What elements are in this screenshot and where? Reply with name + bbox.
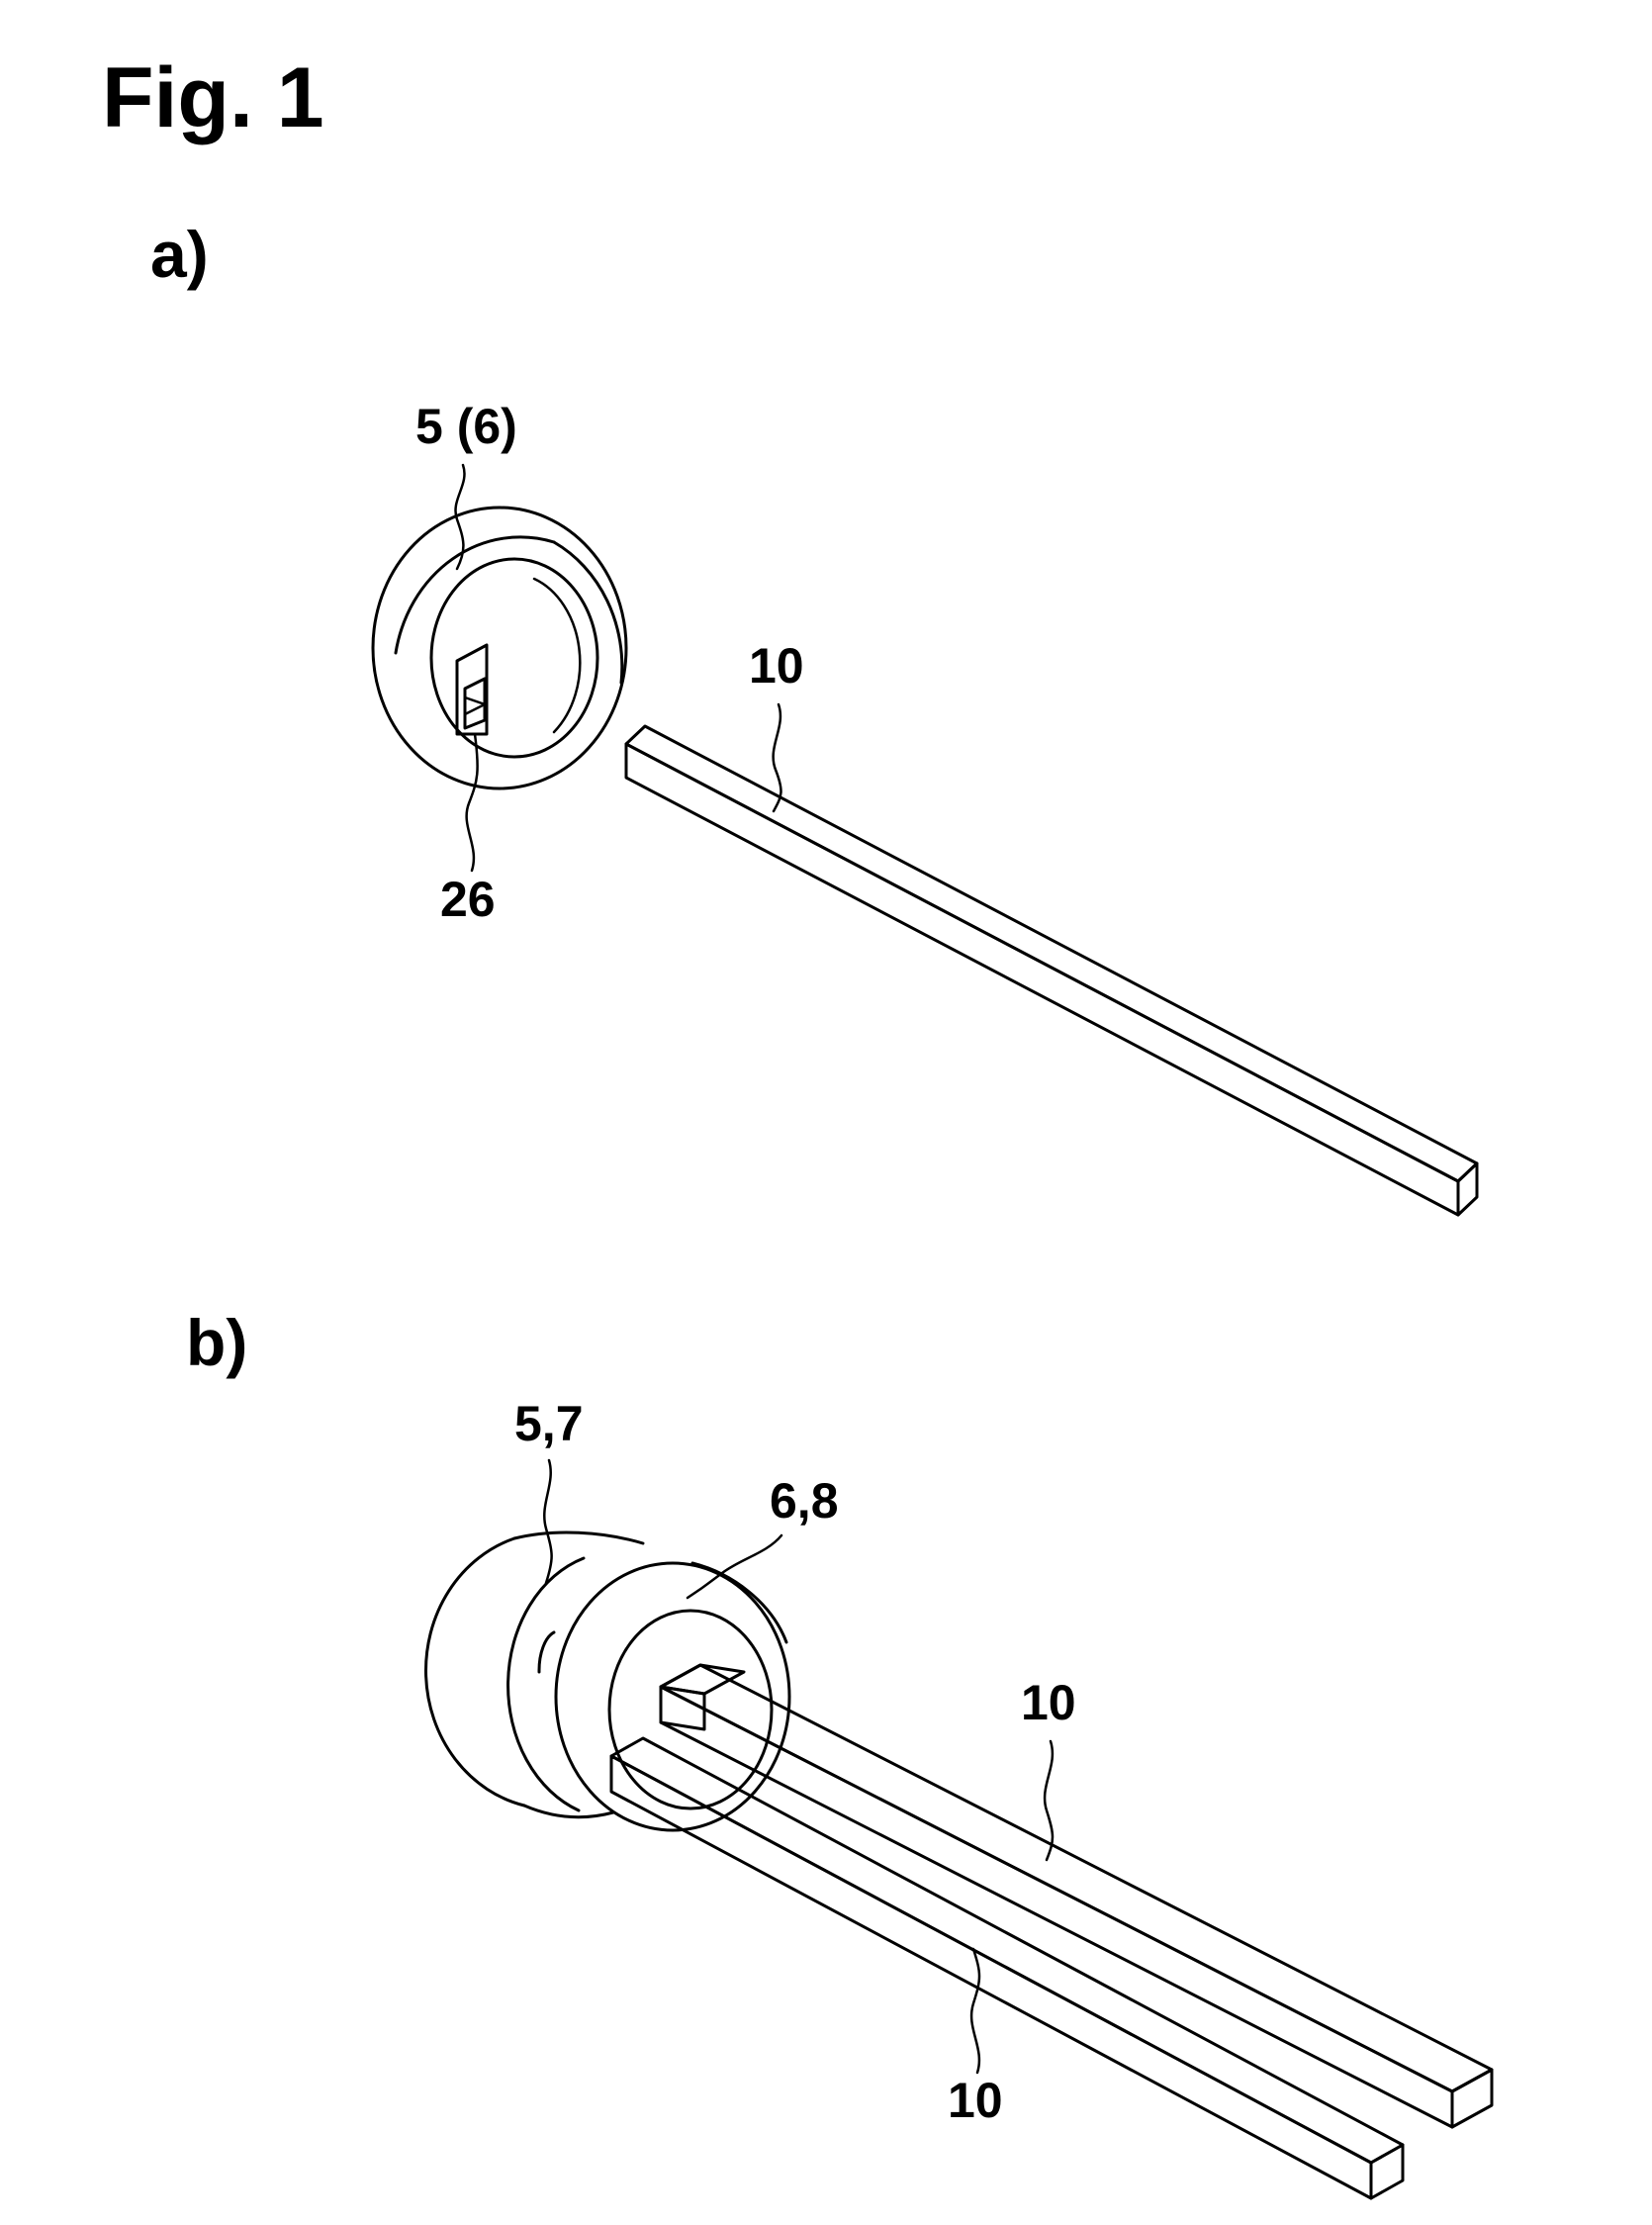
panel-a-label: a) [150,218,209,291]
leader-ring-front [686,1533,783,1600]
ring-a-back-rim [394,535,556,655]
ring-a-depth-edge [552,540,624,685]
panel-b-rings [424,1530,791,1832]
leader-bar-upper [1043,1739,1055,1862]
leader-ring-back [543,1458,553,1585]
bar-b-upper-end [1450,2068,1494,2129]
bar-b-lower-top [609,1736,1405,2165]
leader-ring [454,463,466,571]
panel-b-label: b) [186,1306,247,1379]
ring-b-back-top [512,1530,645,1545]
ref-label-ring-front: 6,8 [770,1473,839,1529]
ring-a-outer-rim [371,506,628,790]
ring-a-bore-depth [532,577,582,734]
panel-a-ring [371,506,628,790]
leader-bar-lower [969,1947,981,2075]
bar-a-side-face [624,742,1460,1217]
ring-b-front-depth [690,1561,788,1644]
square-opening-26 [455,643,489,736]
panel-b-bar-upper [659,1663,1494,2129]
bar-b-lower-end [1369,2143,1405,2200]
panel-a-bar [624,724,1479,1217]
ref-label-bar-upper: 10 [1021,1675,1076,1730]
bar-a-top-face [624,724,1479,1183]
ref-label-bar-lower: 10 [948,2073,1003,2128]
bar-b-lower-side [609,1754,1373,2200]
figure-title: Fig. 1 [102,50,324,145]
ring-b-back-outer [424,1536,526,1808]
ref-label-ring: 5 (6) [415,399,517,454]
ref-label-opening: 26 [440,872,496,927]
ring-a-inner-bore [429,557,599,759]
ring-b-front-bore [607,1609,774,1810]
bar-a-end-face [1456,1161,1479,1217]
panel-b-bar-lower [609,1736,1405,2200]
ring-b-front-outer [554,1561,791,1832]
leader-opening [465,732,479,873]
ring-b-notch [537,1630,556,1674]
ring-b-back-bottom [522,1804,615,1819]
bar-b-upper-tip-face [659,1685,706,1731]
ref-label-bar-a: 10 [749,638,804,694]
ref-label-ring-back: 5,7 [514,1396,584,1451]
leader-bar-a [772,702,782,813]
ring-b-middle-outer [506,1556,586,1812]
